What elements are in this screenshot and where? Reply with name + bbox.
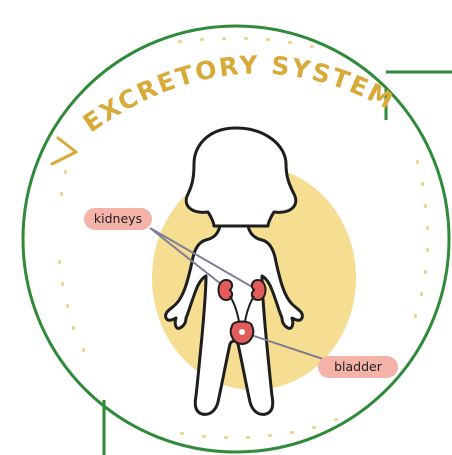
bladder-highlight [239,329,245,335]
kidneys-label-text: kidneys [94,211,142,226]
bladder-label-text: bladder [334,359,383,374]
kidneys-label: kidneys [84,208,152,230]
bladder-label: bladder [318,356,398,378]
